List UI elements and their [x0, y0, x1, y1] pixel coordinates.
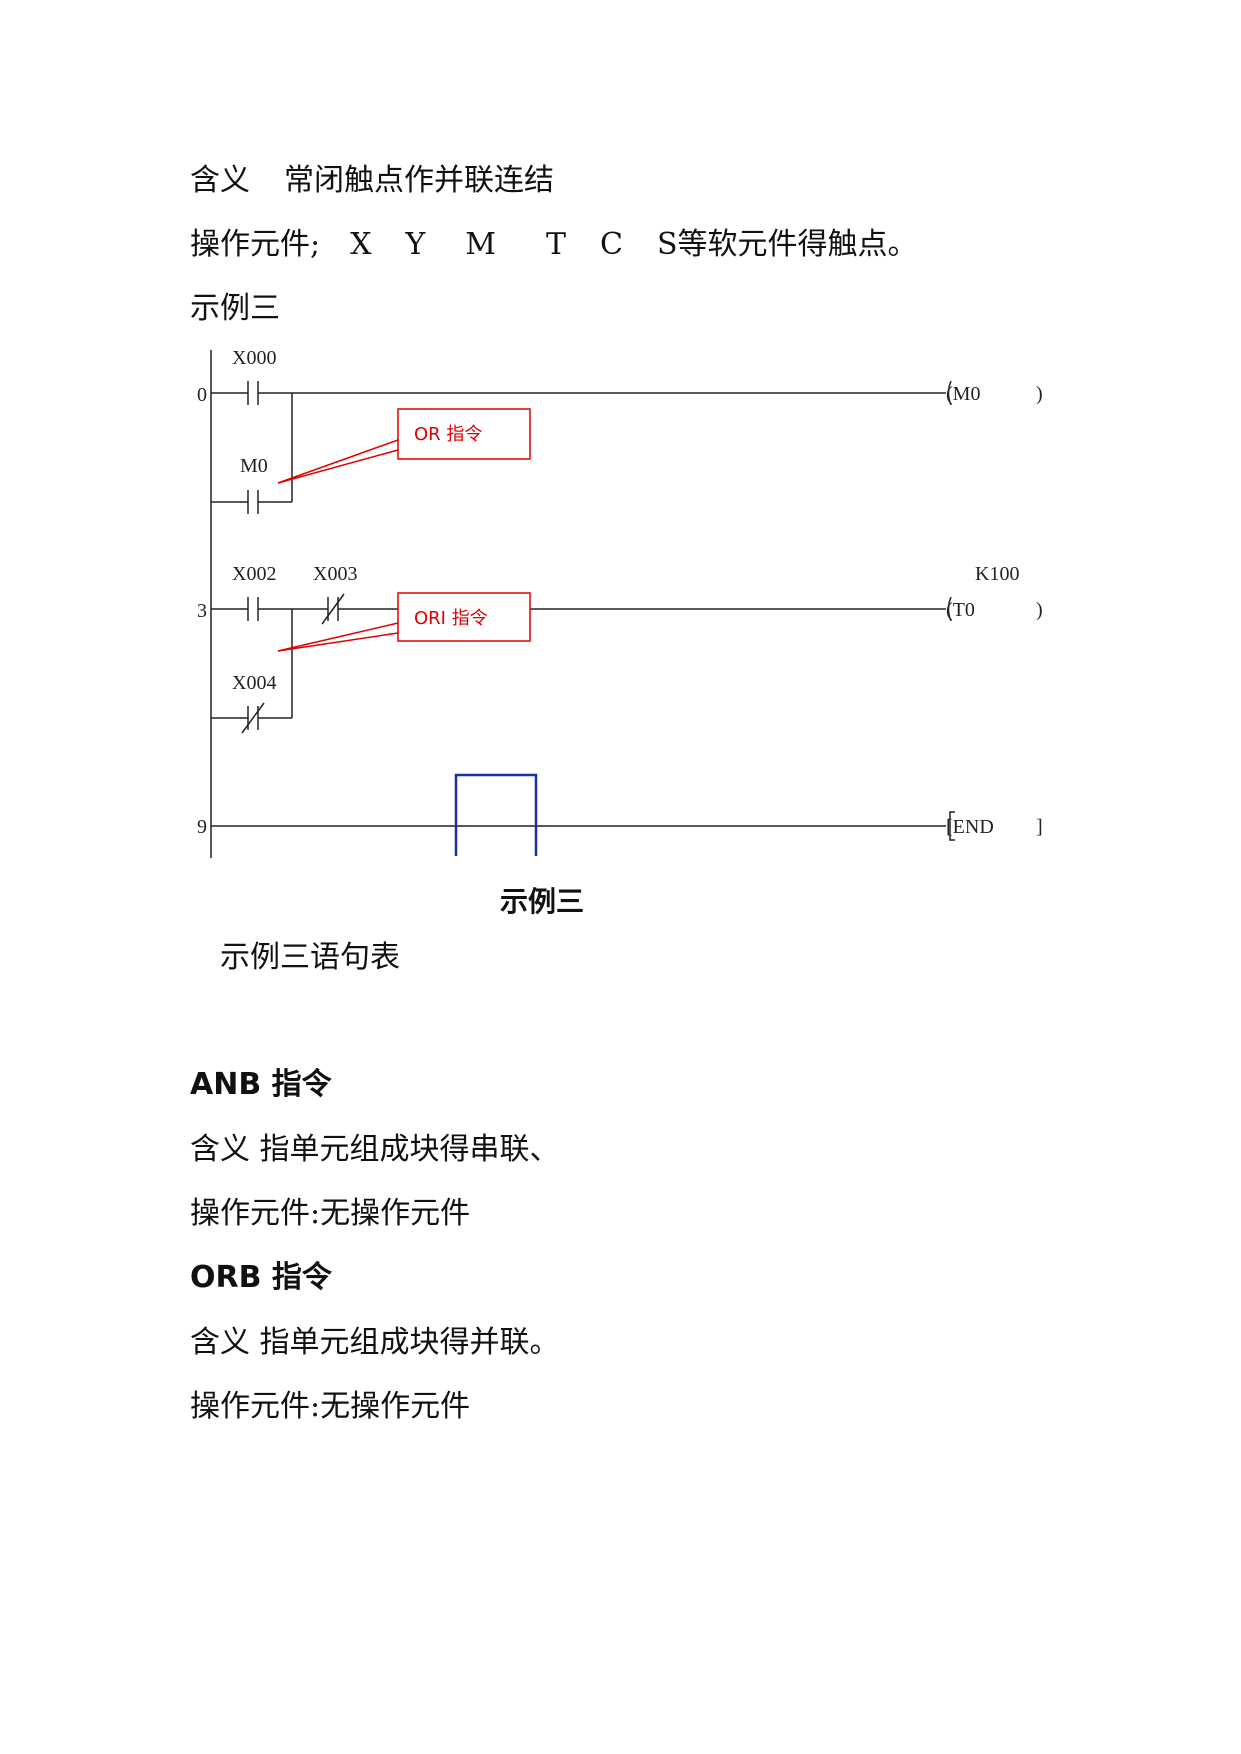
step-number-3: 3 — [197, 600, 207, 622]
contact-m0-label: M0 — [240, 455, 268, 477]
contact-x004-label: X004 — [232, 672, 276, 694]
anb-operand: 操作元件:无操作元件 — [190, 1196, 471, 1231]
operand-x: X — [350, 227, 372, 262]
meaning-prefix: 含义 — [190, 163, 250, 198]
example-title: 示例三 — [190, 291, 280, 326]
coil-t0-label: (T0 — [946, 599, 975, 621]
diagram-caption: 示例三 — [500, 885, 585, 918]
coil-t0-param: K100 — [975, 563, 1019, 585]
orb-meaning: 含义 指单元组成块得并联。 — [190, 1325, 560, 1360]
orb-title: ORB 指令 — [190, 1260, 332, 1295]
operand-prefix: 操作元件; — [190, 227, 321, 262]
operand-y: Y — [405, 227, 426, 262]
coil-t0-close: ) — [1036, 599, 1043, 621]
coil-m0-close: ) — [1036, 383, 1043, 405]
statement-table-title: 示例三语句表 — [220, 940, 400, 975]
anb-title: ANB 指令 — [190, 1067, 332, 1102]
coil-m0-label: (M0 — [946, 383, 980, 405]
operand-c: C — [600, 227, 623, 262]
operand-m: M — [465, 227, 496, 262]
step-number-9: 9 — [197, 816, 207, 838]
contact-x002-icon — [247, 597, 259, 621]
step-number-0: 0 — [197, 384, 207, 406]
callout-or-text: OR 指令 — [414, 424, 482, 445]
orb-operand: 操作元件:无操作元件 — [190, 1389, 471, 1424]
ladder-diagram: 0 X000 (M0 ) M0 OR 指令 3 X002 X003 (T0 ) … — [197, 347, 1043, 858]
contact-x002-label: X002 — [232, 563, 276, 585]
contact-x000-icon — [247, 381, 259, 405]
end-label: [END — [946, 816, 994, 838]
end-close: ] — [1036, 816, 1043, 838]
anb-meaning: 含义 指单元组成块得串联、 — [190, 1132, 560, 1167]
coil-t0-icon — [947, 596, 952, 622]
contact-x003-label: X003 — [313, 563, 357, 585]
callout-ori-text: ORI 指令 — [414, 608, 488, 629]
end-bracket-icon — [949, 811, 955, 841]
operand-suffix: 等软元件得触点。 — [677, 227, 918, 262]
callout-or: OR 指令 — [277, 408, 531, 484]
contact-m0-icon — [247, 490, 259, 514]
coil-m0-icon — [947, 380, 952, 406]
contact-x000-label: X000 — [232, 347, 276, 369]
operand-s: S — [656, 227, 678, 262]
callout-ori: ORI 指令 — [277, 592, 531, 652]
operand-t: T — [546, 227, 567, 262]
meaning-line: 含义常闭触点作并联连结 — [190, 163, 554, 199]
pulse-marker — [454, 773, 538, 856]
meaning-text: 常闭触点作并联连结 — [284, 163, 554, 198]
